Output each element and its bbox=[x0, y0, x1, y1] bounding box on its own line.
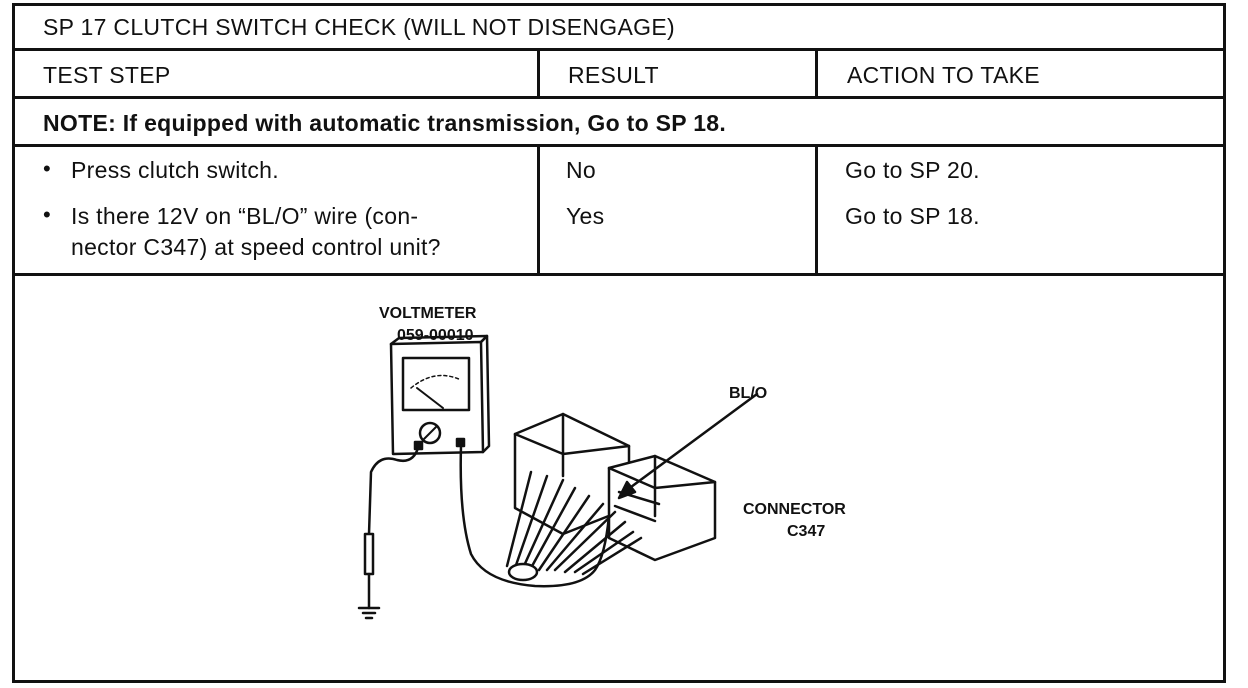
header-action: ACTION TO TAKE bbox=[847, 62, 1040, 88]
voltmeter-label: VOLTMETER bbox=[379, 305, 477, 322]
wire-label: BL/O bbox=[729, 385, 767, 402]
procedure-sheet: SP 17 CLUTCH SWITCH CHECK (WILL NOT DISE… bbox=[12, 3, 1226, 683]
step-2-text-line1: Is there 12V on “BL/O” wire (con- bbox=[71, 203, 419, 229]
page-title: SP 17 CLUTCH SWITCH CHECK (WILL NOT DISE… bbox=[43, 14, 675, 40]
step-1-text: Press clutch switch. bbox=[71, 157, 279, 183]
result-2: Yes bbox=[566, 203, 605, 229]
divider bbox=[15, 48, 1223, 51]
step-2-text-line2: nector C347) at speed control unit? bbox=[71, 234, 441, 260]
action-1: Go to SP 20. bbox=[845, 157, 980, 183]
arrow-icon bbox=[625, 392, 759, 492]
column-divider bbox=[537, 144, 540, 273]
voltmeter-icon bbox=[389, 334, 491, 456]
column-divider bbox=[815, 144, 818, 273]
bullet-icon: • bbox=[43, 156, 51, 181]
bullet-icon: • bbox=[43, 202, 51, 227]
note-text: NOTE: If equipped with automatic transmi… bbox=[43, 110, 727, 136]
wiring-illustration: VOLTMETER 059-00010 BL/O CONNECTOR C347 bbox=[357, 305, 846, 620]
header-result: RESULT bbox=[568, 62, 659, 88]
ground-probe bbox=[357, 446, 420, 620]
divider bbox=[15, 96, 1223, 99]
divider bbox=[15, 144, 1223, 147]
connector-label: CONNECTOR bbox=[743, 501, 846, 518]
action-2: Go to SP 18. bbox=[845, 203, 980, 229]
connector-id: C347 bbox=[787, 523, 825, 540]
result-1: No bbox=[566, 157, 597, 183]
column-divider bbox=[815, 48, 818, 96]
column-divider bbox=[537, 48, 540, 96]
divider bbox=[15, 273, 1223, 276]
connector-c347 bbox=[505, 412, 717, 582]
voltmeter-part-number: 059-00010 bbox=[397, 327, 474, 344]
header-test-step: TEST STEP bbox=[43, 62, 171, 88]
